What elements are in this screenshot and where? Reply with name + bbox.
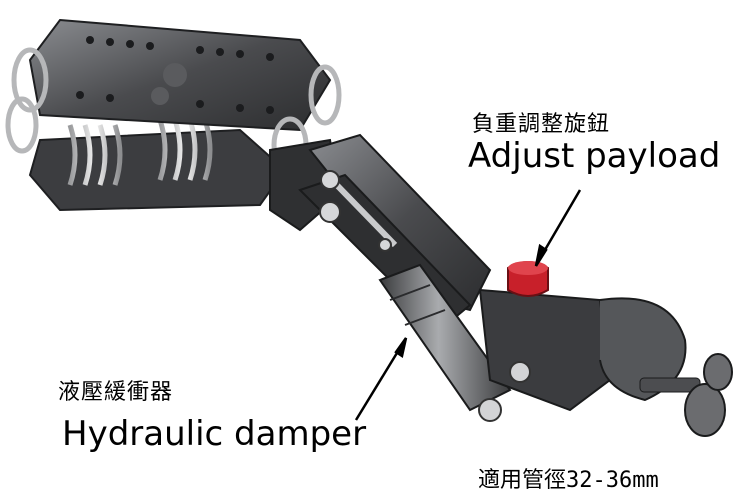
damper-cylinder	[378, 263, 512, 422]
damper-label-cn: 液壓緩衝器	[58, 380, 174, 405]
pipe-clamp	[478, 288, 733, 437]
callout-arrows	[354, 189, 582, 421]
payload-knob	[507, 261, 549, 297]
pipe-diameter-label: 適用管徑32-36mm	[478, 468, 659, 493]
lower-plate	[28, 128, 287, 212]
payload-label-en: Adjust payload	[468, 136, 721, 176]
payload-label-cn: 負重調整旋鈕	[472, 112, 611, 137]
plate-holes	[76, 36, 274, 114]
damper-label-en: Hydraulic damper	[62, 414, 367, 454]
spring-plate-assembly	[5, 18, 342, 212]
wing-nut	[639, 353, 733, 437]
